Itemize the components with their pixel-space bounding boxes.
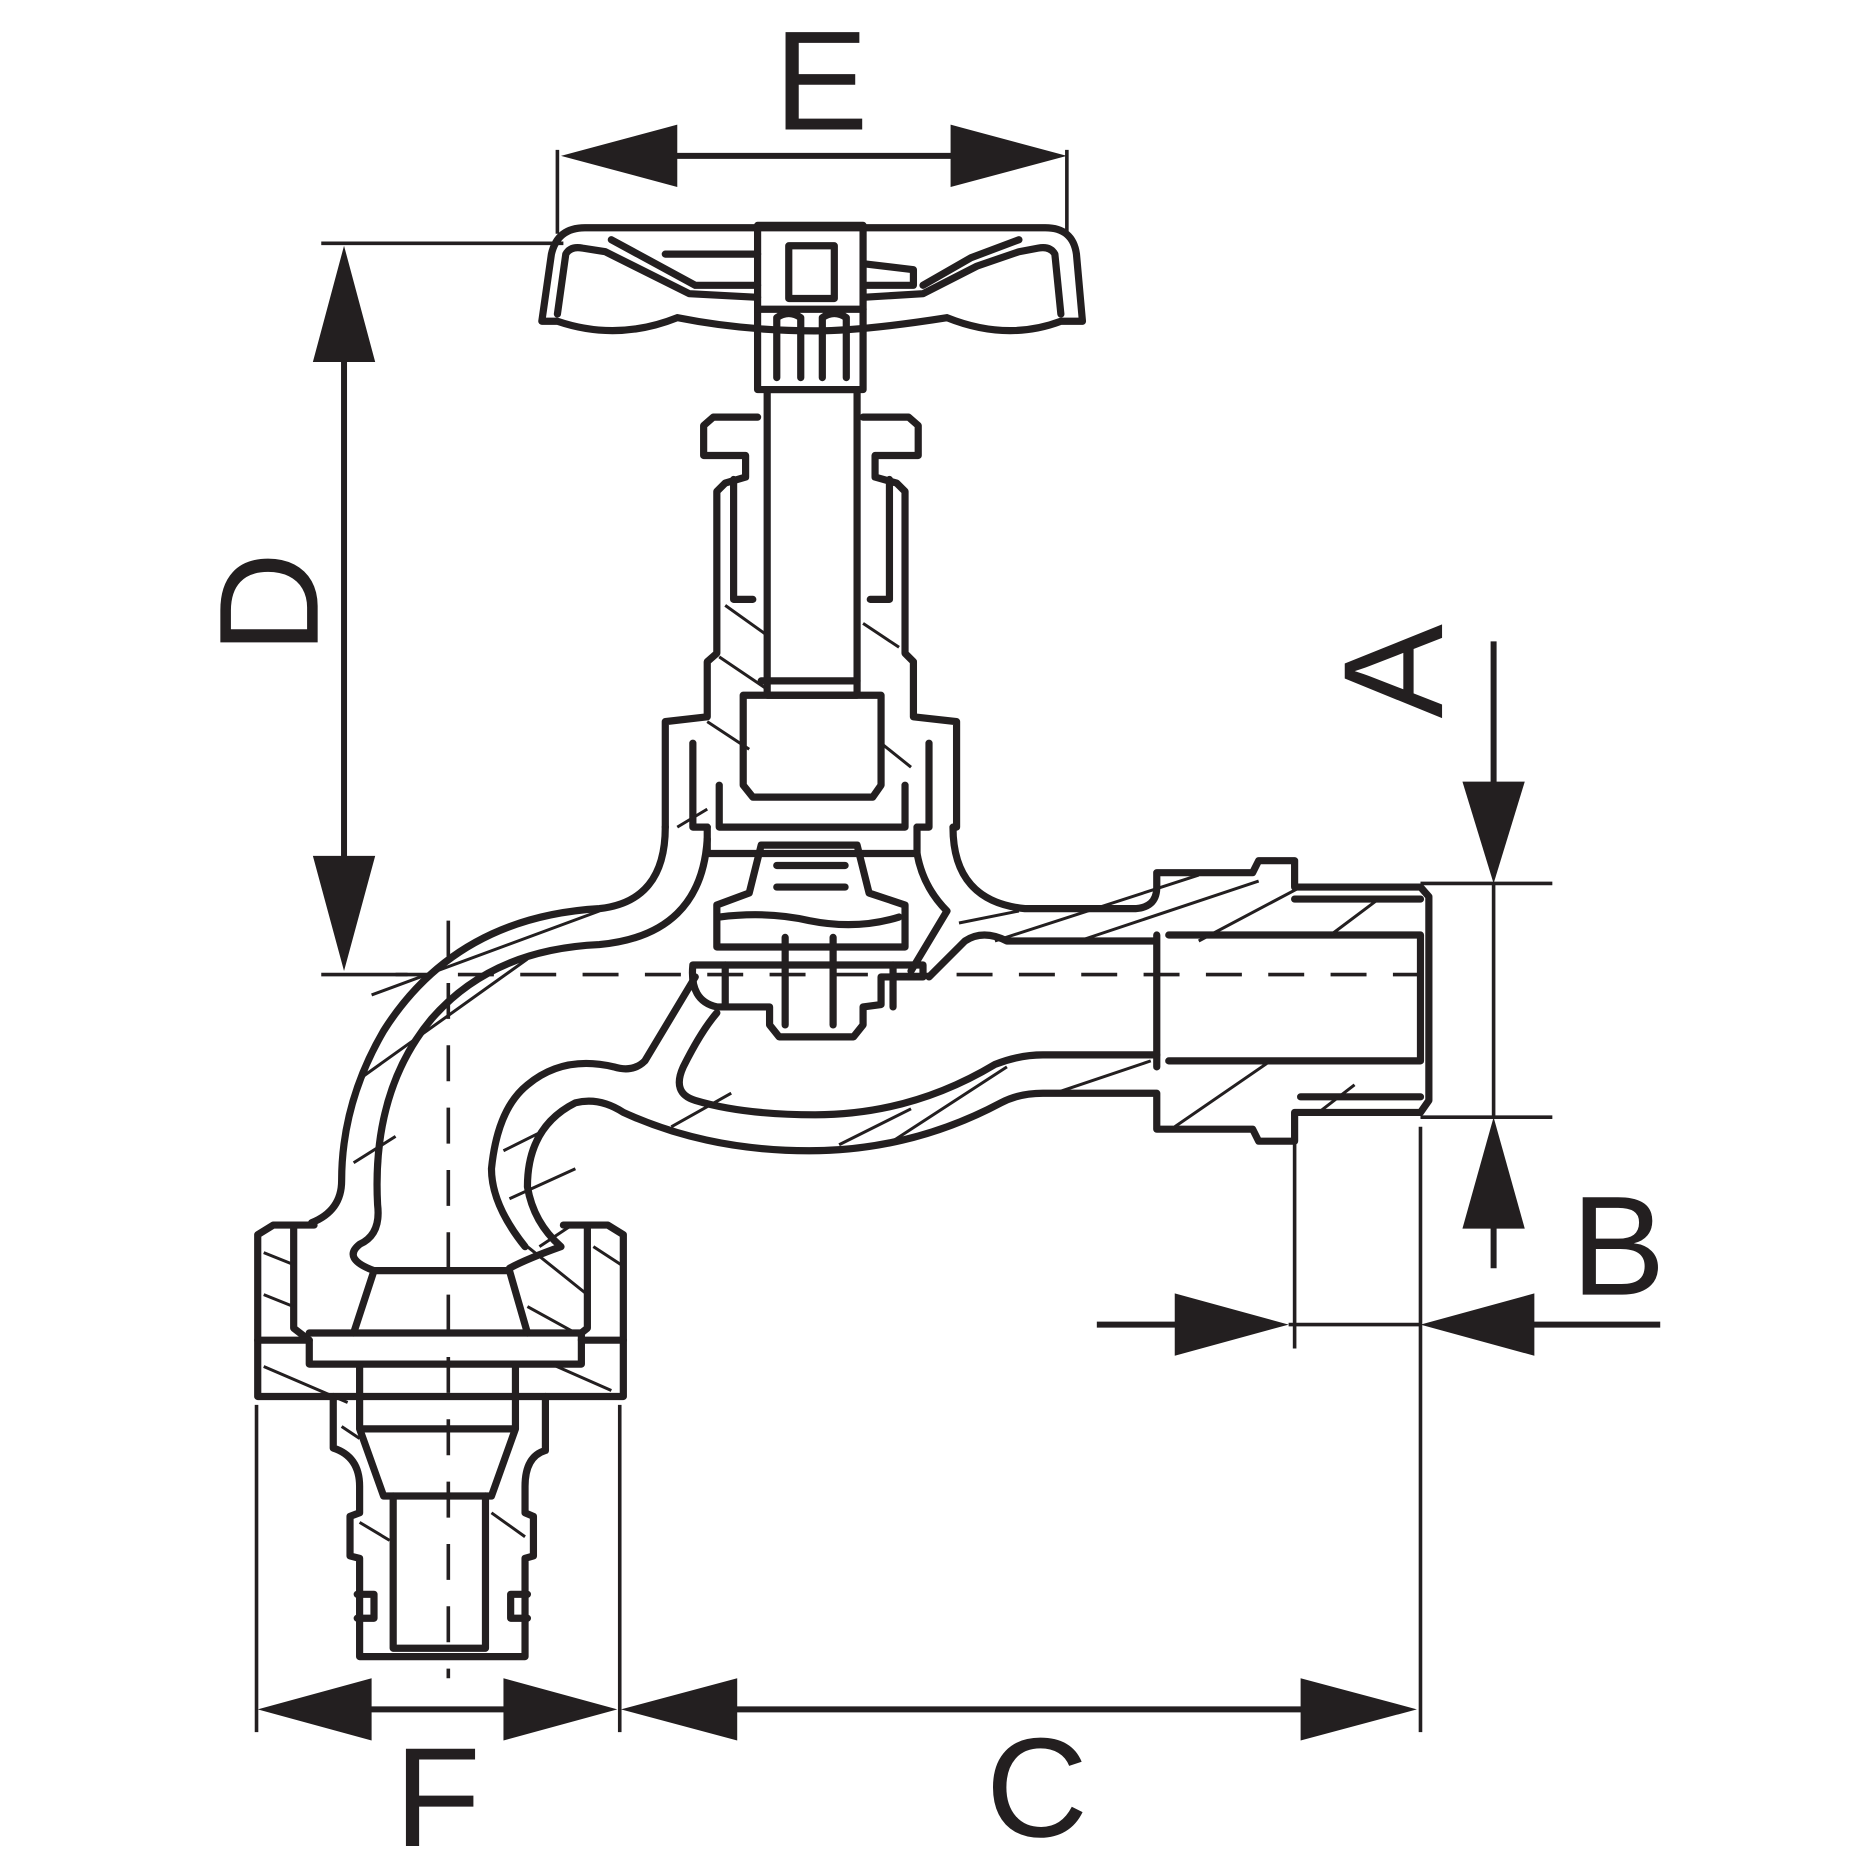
label-b: B bbox=[1571, 1167, 1665, 1325]
dimension-c: C bbox=[617, 1404, 1417, 1866]
dimension-thread bbox=[1096, 1126, 1661, 1733]
stem bbox=[739, 221, 885, 801]
dimension-d: D bbox=[190, 241, 564, 971]
label-f: F bbox=[394, 1718, 480, 1870]
handwheel bbox=[538, 224, 1087, 335]
label-c: C bbox=[986, 1708, 1088, 1866]
valve-body bbox=[308, 823, 1433, 1275]
dimension-a: A bbox=[1314, 623, 1553, 1120]
bonnet bbox=[661, 413, 961, 858]
outlet-fitting bbox=[254, 1221, 627, 1661]
centerlines bbox=[321, 920, 1421, 1679]
dimension-f: F bbox=[254, 1404, 618, 1870]
label-d: D bbox=[190, 552, 348, 654]
dimension-e: E bbox=[555, 1, 1069, 234]
label-a: A bbox=[1314, 623, 1472, 718]
valve-seat bbox=[688, 841, 927, 1041]
dimension-b: B bbox=[1462, 1117, 1665, 1325]
label-e: E bbox=[774, 1, 868, 159]
